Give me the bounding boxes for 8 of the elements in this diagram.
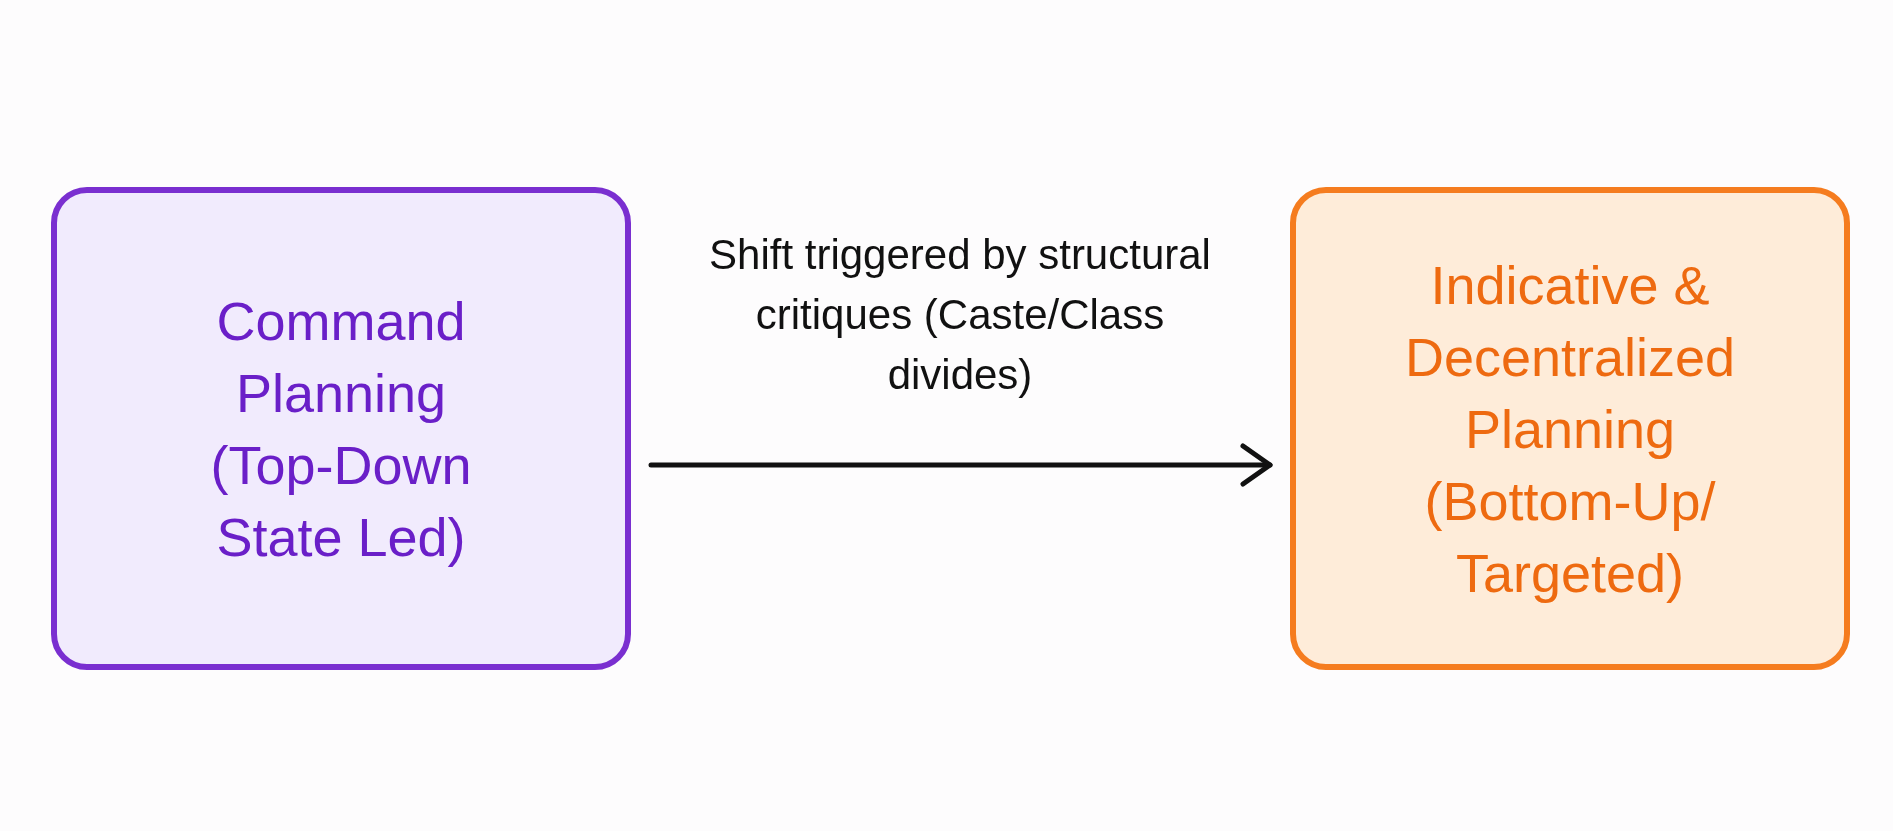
process-box: [51, 187, 631, 670]
node-text: (Bottom-Up/ Targeted): [1423, 469, 1717, 605]
edge-label: Shift triggered by structural critiques (Caste/Class divides): [708, 230, 1212, 400]
node-text: (Top-Down State Led): [209, 433, 473, 569]
node-text: Indicative & Decentralized Planning: [1403, 253, 1737, 461]
process-box: [1290, 187, 1850, 670]
node-text: Command Planning: [215, 289, 467, 425]
arrow: [648, 443, 1273, 487]
